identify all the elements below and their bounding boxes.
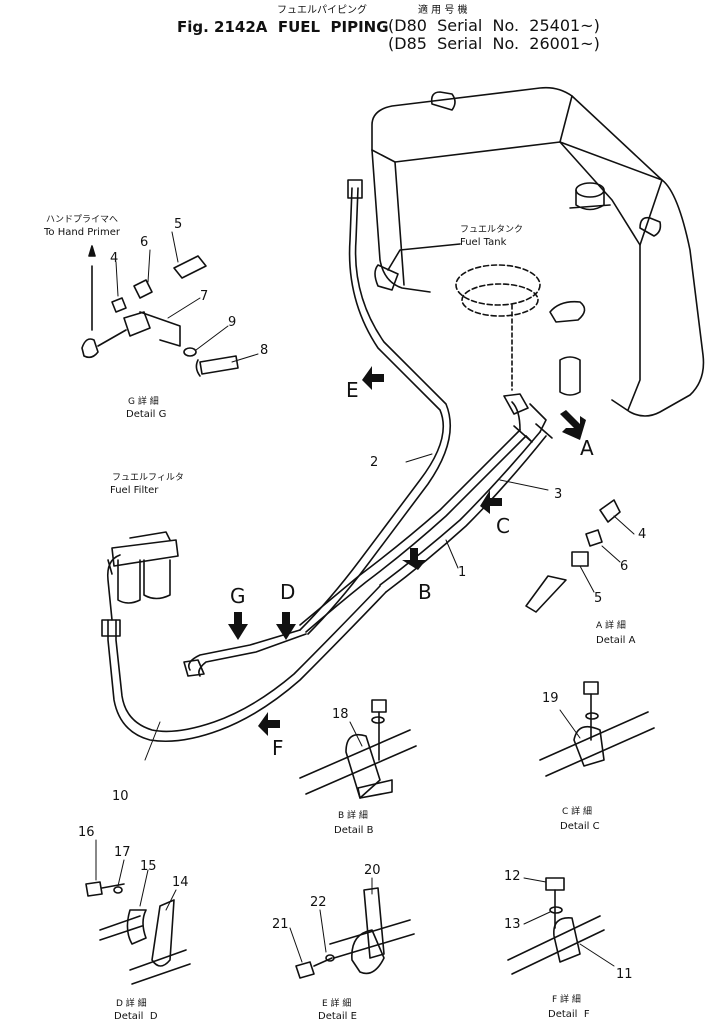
part-number-7: 7 xyxy=(200,289,209,304)
part-number-18: 18 xyxy=(332,707,349,722)
detail-f-drawing xyxy=(507,877,605,975)
detail-g-caption-jp: G 詳 細 xyxy=(128,397,159,407)
hand-primer-label-jp: ハンドプライマへ xyxy=(46,215,119,225)
part-number-3: 3 xyxy=(554,487,563,502)
part-number-6-detail-g: 6 xyxy=(140,235,149,250)
fuel-pipes xyxy=(101,179,553,743)
detail-f-caption: Detail F xyxy=(548,1009,590,1020)
detail-d-drawing xyxy=(85,881,191,985)
part-number-10: 10 xyxy=(112,789,129,804)
part-number-5-detail-g: 5 xyxy=(174,217,183,232)
part-number-1: 1 xyxy=(458,565,467,580)
part-number-19: 19 xyxy=(542,691,559,706)
fuel-filter-label: Fuel Filter xyxy=(110,485,159,496)
detail-a-caption-jp: A 詳 細 xyxy=(596,621,626,631)
detail-d-caption-jp: D 詳 細 xyxy=(116,999,147,1009)
detail-e-caption: Detail E xyxy=(318,1011,357,1022)
detail-b-caption-jp: B 詳 細 xyxy=(338,811,368,821)
detail-c-caption: Detail C xyxy=(560,821,600,832)
serial-line-1: (D80 Serial No. 25401~) xyxy=(388,16,600,35)
part-number-16: 16 xyxy=(78,825,95,840)
part-number-12: 12 xyxy=(504,869,521,884)
part-number-4: 4 xyxy=(638,527,647,542)
part-number-15: 15 xyxy=(140,859,157,874)
part-number-9: 9 xyxy=(228,315,237,330)
leader-lines xyxy=(95,231,635,967)
part-number-11: 11 xyxy=(616,967,633,982)
fuel-tank-drawing xyxy=(371,86,705,417)
view-letter-b: B xyxy=(418,580,432,604)
part-number-5: 5 xyxy=(594,591,603,606)
title-japanese: フュエルパイピング xyxy=(277,5,367,16)
detail-c-caption-jp: C 詳 細 xyxy=(562,807,593,817)
view-arrows xyxy=(228,366,586,736)
fuel-filter-label-jp: フュエルフィルタ xyxy=(112,473,184,483)
figure-title: Fig. 2142A FUEL PIPING xyxy=(177,18,389,36)
detail-a-caption: Detail A xyxy=(596,635,636,646)
detail-g-drawing xyxy=(81,245,239,377)
detail-b-caption: Detail B xyxy=(334,825,374,836)
detail-d-caption: Detail D xyxy=(114,1011,158,1022)
view-letter-g: G xyxy=(230,584,246,608)
title-applicable-japanese: 適 用 号 機 xyxy=(418,5,468,16)
part-number-6: 6 xyxy=(620,559,629,574)
detail-c-drawing xyxy=(539,681,655,777)
part-number-17: 17 xyxy=(114,845,131,860)
detail-a-drawing xyxy=(525,499,621,613)
part-number-21: 21 xyxy=(272,917,289,932)
part-number-22: 22 xyxy=(310,895,327,910)
detail-e-drawing xyxy=(295,887,415,979)
part-number-8: 8 xyxy=(260,343,269,358)
part-number-13: 13 xyxy=(504,917,521,932)
view-letter-a: A xyxy=(580,436,594,460)
view-letter-e: E xyxy=(346,378,359,402)
view-letter-c: C xyxy=(496,514,510,538)
detail-g-caption: Detail G xyxy=(126,409,167,420)
part-number-14: 14 xyxy=(172,875,189,890)
part-number-4-detail-g: 4 xyxy=(110,251,119,266)
view-letter-d: D xyxy=(280,580,296,604)
part-number-2: 2 xyxy=(370,455,379,470)
detail-e-caption-jp: E 詳 細 xyxy=(322,999,352,1009)
fuel-filter-drawing xyxy=(107,531,179,604)
hand-primer-label: To Hand Primer xyxy=(44,227,120,238)
part-number-20: 20 xyxy=(364,863,381,878)
fuel-tank-label-jp: フュエルタンク xyxy=(460,225,524,235)
serial-line-2: (D85 Serial No. 26001~) xyxy=(388,34,600,53)
detail-b-drawing xyxy=(299,699,417,799)
fuel-tank-label: Fuel Tank xyxy=(460,237,507,248)
detail-f-caption-jp: F 詳 細 xyxy=(552,995,581,1005)
view-letter-f: F xyxy=(272,736,284,760)
